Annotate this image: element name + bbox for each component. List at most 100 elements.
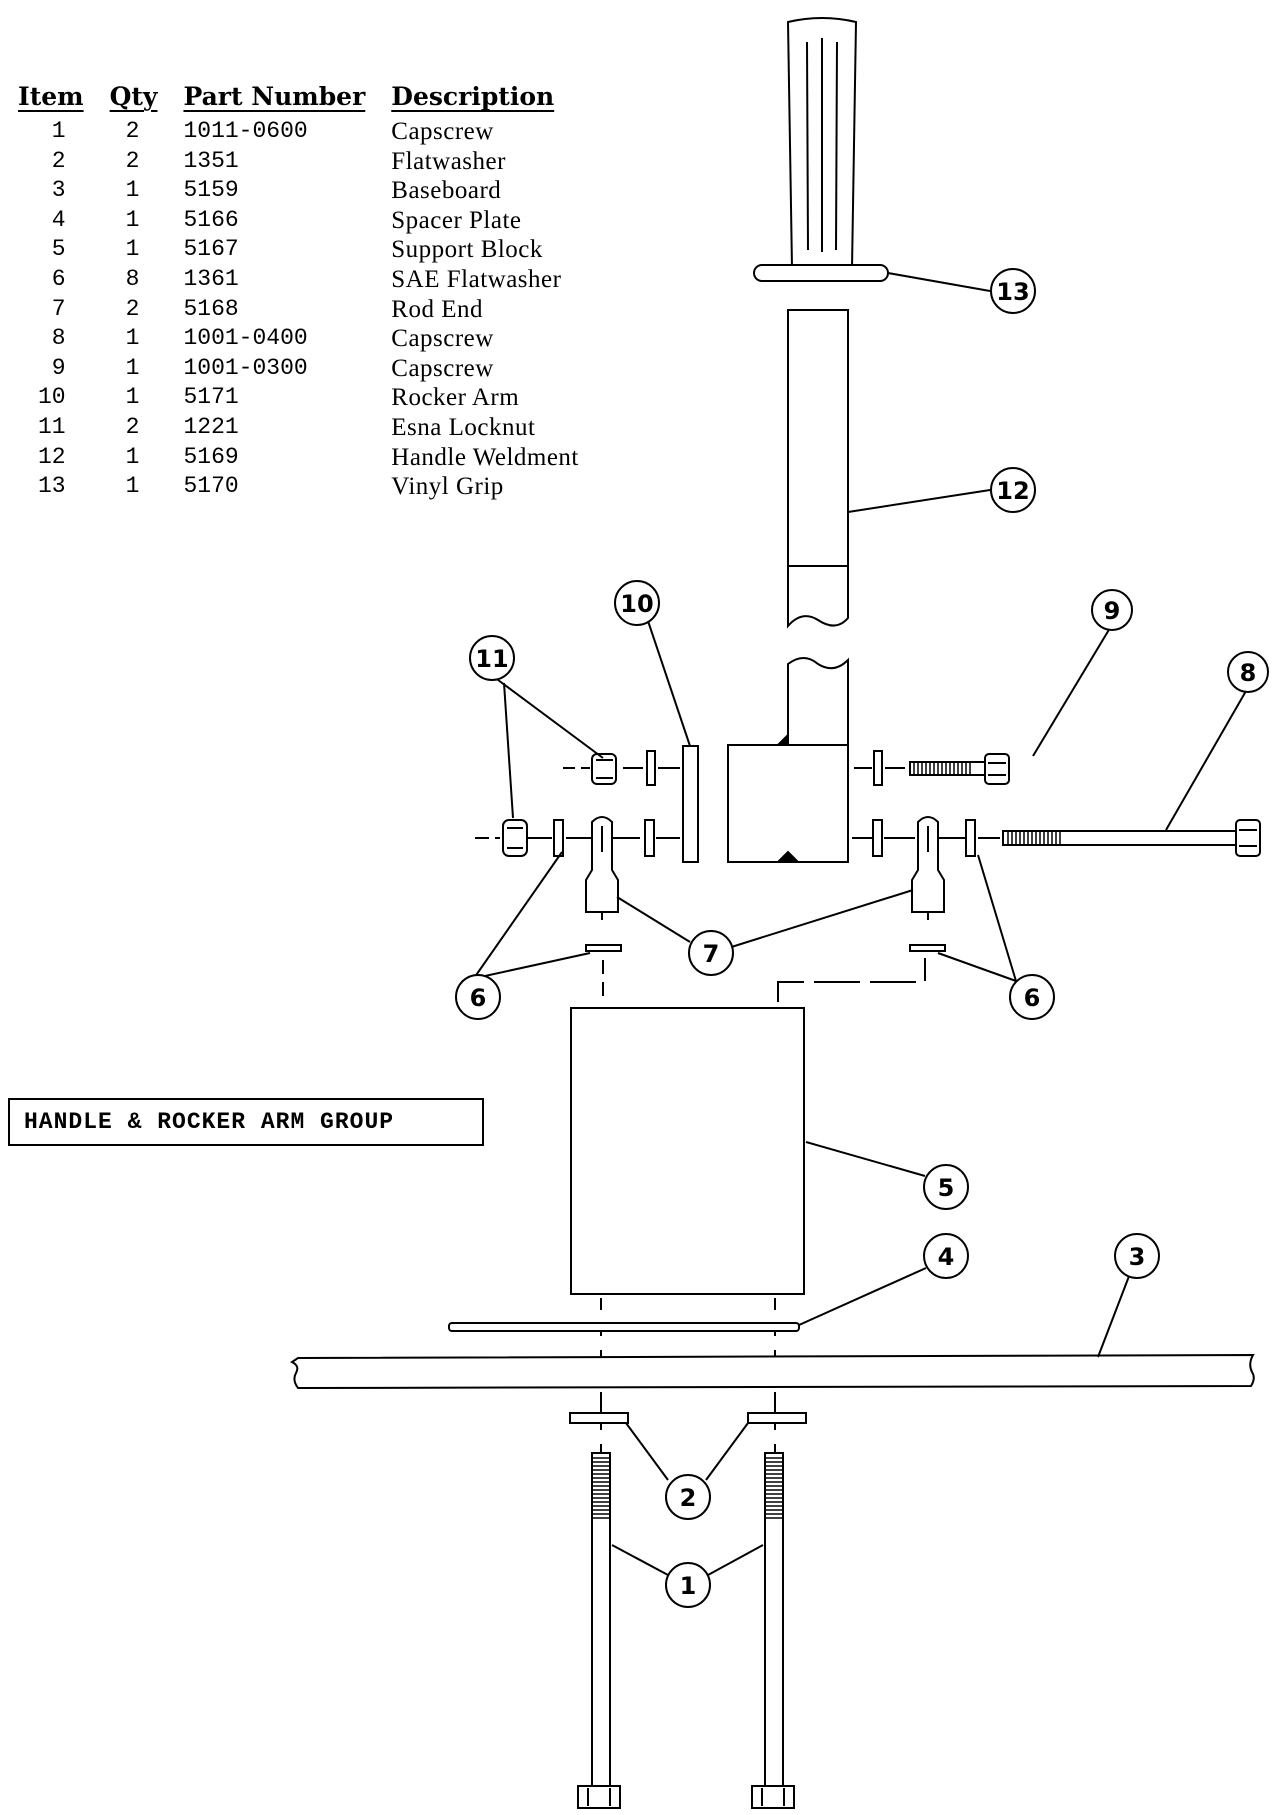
description-cell: Capscrew [391, 118, 494, 145]
part-number-cell: 1221 [183, 413, 239, 440]
capscrew-8 [1002, 819, 1261, 857]
svg-text:9: 9 [1104, 597, 1121, 625]
callout-13: 13 [990, 268, 1036, 314]
callout-3: 3 [1114, 1233, 1160, 1279]
callout-11: 11 [469, 635, 515, 681]
svg-text:10: 10 [620, 590, 653, 618]
description-cell: Flatwasher [391, 147, 506, 175]
description-cell: Rod End [391, 295, 483, 323]
callout-5: 5 [923, 1164, 969, 1210]
item-number-cell: 3 [51, 177, 66, 204]
callout-8: 8 [1227, 651, 1269, 693]
callout-10: 10 [614, 580, 660, 626]
centerline [777, 958, 926, 1002]
part-number-cell: 5169 [183, 443, 239, 470]
callout-9: 9 [1091, 589, 1133, 631]
part-number-cell: 5171 [183, 384, 239, 411]
callout-12: 12 [990, 467, 1036, 513]
table-row: 8 1 1001-0400 Capscrew [18, 324, 605, 354]
part-number-cell: 1001-0300 [183, 354, 308, 381]
sae-flatwasher [646, 750, 656, 786]
svg-text:11: 11 [475, 645, 508, 673]
quantity-cell: 1 [125, 354, 140, 381]
quantity-cell: 1 [125, 325, 140, 352]
item-number-cell: 7 [51, 295, 66, 322]
quantity-cell: 2 [125, 413, 140, 440]
quantity-cell: 1 [125, 206, 140, 233]
parts-list-header-row: Item Qty Part Number Description [18, 82, 605, 117]
description-cell: SAE Flatwasher [391, 265, 562, 293]
svg-text:6: 6 [1024, 984, 1041, 1012]
handle-weldment-lower [727, 657, 849, 863]
capscrew-left [577, 1452, 621, 1809]
item-number-cell: 1 [51, 118, 66, 144]
quantity-cell: 1 [125, 384, 140, 411]
column-header-part-number: Part Number [183, 82, 366, 111]
part-number-cell: 5167 [183, 236, 239, 263]
item-number-cell: 10 [38, 384, 66, 411]
callout-6-left: 6 [455, 974, 501, 1020]
quantity-cell: 1 [125, 443, 140, 470]
description-cell: Esna Locknut [391, 413, 536, 441]
callout-4: 4 [923, 1233, 969, 1279]
item-number-cell: 2 [51, 147, 66, 174]
description-cell: Support Block [391, 236, 543, 264]
description-cell: Rocker Arm [391, 384, 520, 412]
callout-7: 7 [688, 930, 734, 976]
quantity-cell: 2 [125, 147, 140, 174]
description-cell: Handle Weldment [391, 443, 579, 471]
quantity-cell: 1 [125, 236, 140, 263]
table-row: 2 2 1351 Flatwasher [18, 147, 605, 177]
table-row: 12 1 5169 Handle Weldment [18, 443, 605, 473]
flatwasher [569, 1412, 629, 1424]
sae-flatwasher [644, 819, 655, 857]
column-header-item: Item [18, 82, 84, 111]
svg-text:6: 6 [470, 984, 487, 1012]
item-number-cell: 12 [38, 443, 66, 470]
sae-flatwasher [873, 750, 883, 786]
description-cell: Vinyl Grip [391, 473, 504, 501]
handle-weldment-upper [787, 309, 849, 629]
callout-2: 2 [665, 1474, 711, 1520]
upper-esna-locknut [591, 753, 617, 785]
svg-text:4: 4 [938, 1243, 955, 1271]
item-number-cell: 8 [51, 325, 66, 352]
item-number-cell: 11 [38, 413, 66, 440]
part-number-cell: 1001-0400 [183, 325, 308, 352]
item-number-cell: 6 [51, 265, 66, 292]
quantity-cell: 1 [125, 473, 140, 500]
column-header-qty: Qty [109, 82, 158, 111]
part-number-cell: 1351 [183, 147, 239, 174]
capscrew-right [751, 1452, 795, 1809]
lower-esna-locknut [502, 819, 528, 857]
quantity-cell: 8 [125, 265, 140, 292]
description-cell: Capscrew [391, 325, 494, 353]
sae-flatwasher [872, 819, 883, 857]
svg-text:2: 2 [680, 1484, 697, 1512]
svg-text:7: 7 [703, 940, 720, 968]
svg-text:5: 5 [938, 1174, 955, 1202]
flatwasher [747, 1412, 807, 1424]
support-block [570, 1007, 805, 1295]
capscrew-9 [909, 753, 1010, 785]
leader-lines [461, 272, 1247, 1576]
part-number-cell: 1011-0600 [183, 118, 308, 144]
sae-flatwasher [965, 819, 976, 857]
description-cell: Baseboard [391, 177, 502, 205]
item-number-cell: 9 [51, 354, 66, 381]
vinyl-grip [753, 17, 889, 282]
svg-text:12: 12 [996, 477, 1029, 505]
svg-text:8: 8 [1240, 659, 1257, 687]
item-number-cell: 13 [38, 473, 66, 500]
table-row: 11 2 1221 Esna Locknut [18, 413, 605, 443]
rod-end-right [911, 816, 945, 922]
